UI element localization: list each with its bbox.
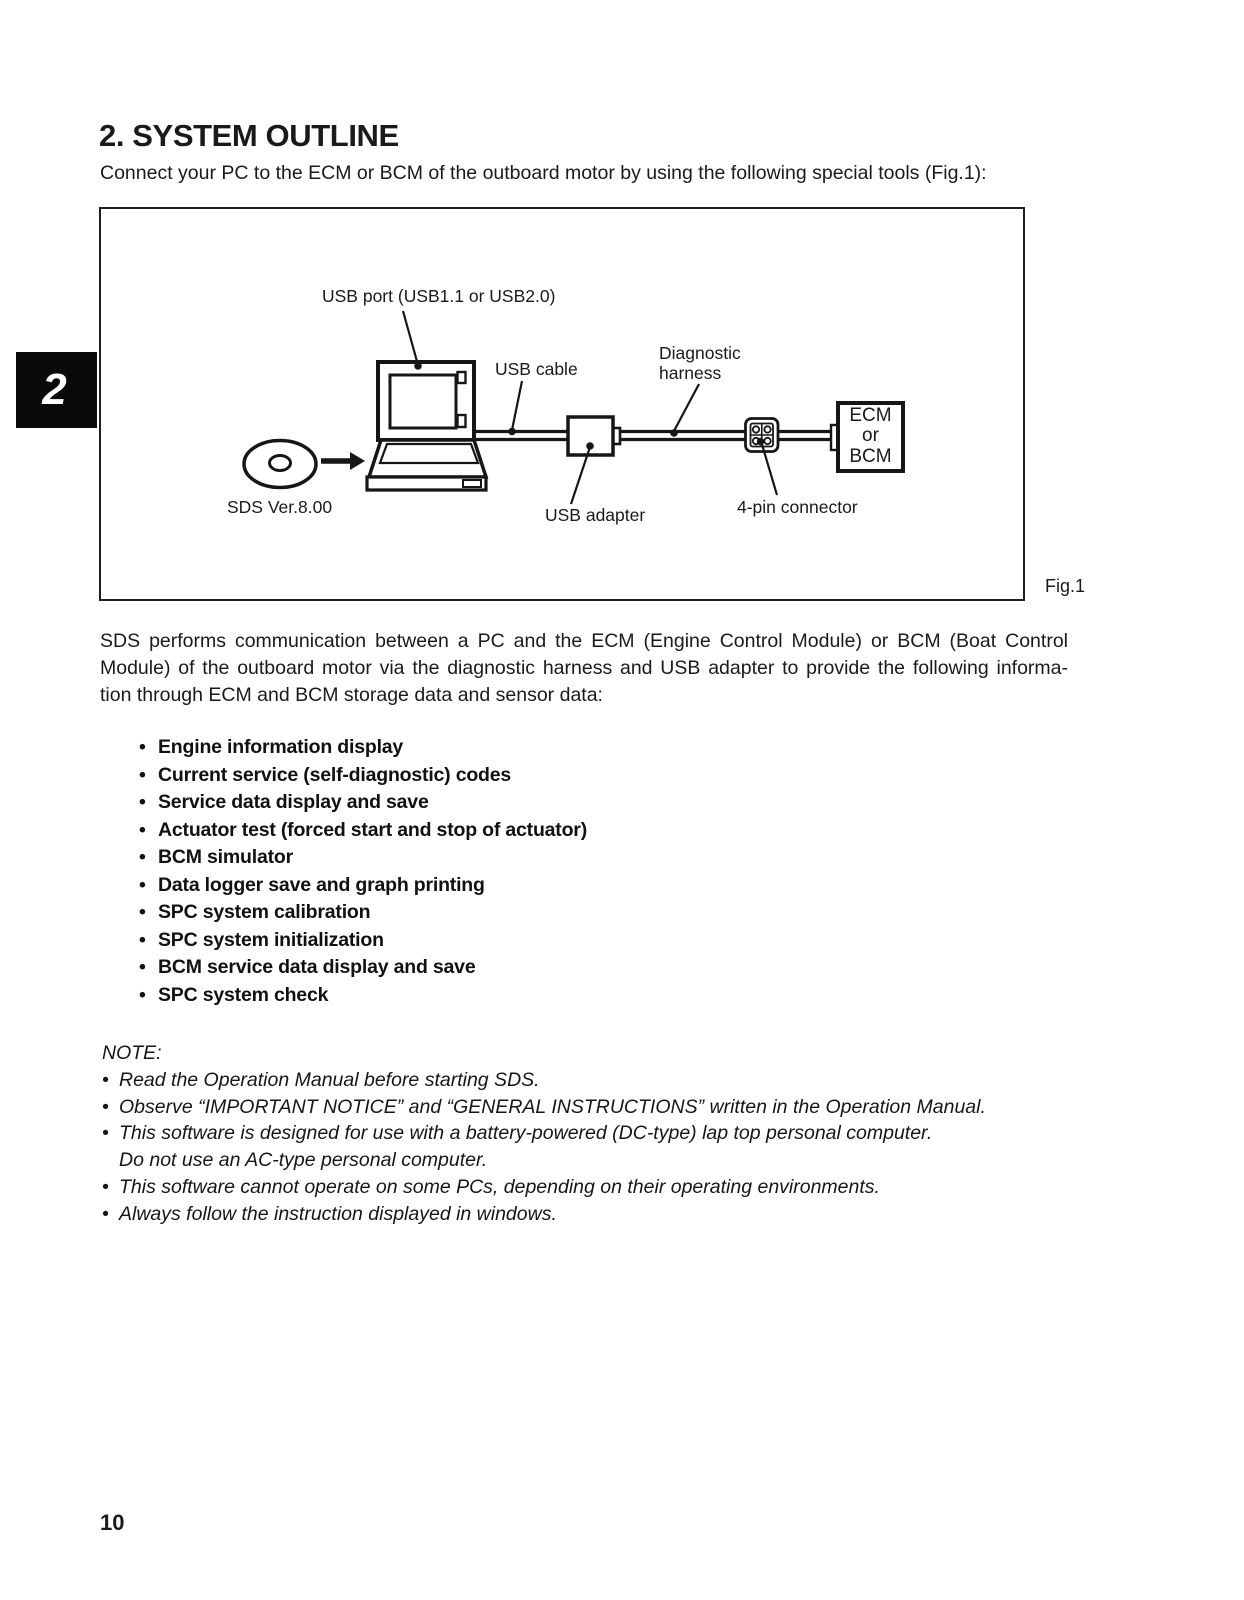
bullet-icon: • xyxy=(102,1175,109,1198)
label-or: or xyxy=(862,425,880,446)
four-pin-connector-shape xyxy=(744,417,780,453)
usb-adapter-shape xyxy=(566,415,622,457)
list-item: • SPC system check xyxy=(139,984,587,1012)
note-item-text: Read the Operation Manual before startin… xyxy=(119,1068,540,1091)
list-item-label: Service data display and save xyxy=(158,791,429,813)
usb-cable-line xyxy=(474,429,832,442)
list-item-label: SPC system check xyxy=(158,983,329,1006)
label-usb-port: USB port (USB1.1 or USB2.0) xyxy=(322,286,555,306)
note-item: • Read the Operation Manual before starti… xyxy=(102,1067,986,1094)
list-item: • BCM simulator xyxy=(139,846,587,874)
bullet-icon: • xyxy=(139,736,146,758)
note-item: • This software cannot operate on some PC… xyxy=(102,1174,986,1201)
paragraph-line: tion through ECM and BCM storage data an… xyxy=(100,684,603,706)
list-item: • SPC system initialization xyxy=(139,929,587,957)
label-bcm: BCM xyxy=(849,446,891,467)
label-ecm: ECM xyxy=(849,405,891,426)
list-item: • Actuator test (forced start and stop of… xyxy=(139,819,587,847)
list-item: • Current service (self-diagnostic) codes xyxy=(139,764,587,792)
bullet-icon: • xyxy=(102,1202,109,1225)
paragraph-line: Module) of the outboard motor via the di… xyxy=(100,657,1068,679)
note-label: NOTE: xyxy=(102,1042,162,1064)
label-diagnostic-harness-line2: harness xyxy=(659,363,722,383)
bullet-icon: • xyxy=(139,983,146,1006)
page-number: 10 xyxy=(100,1510,125,1535)
list-item-label: SPC system initialization xyxy=(158,928,384,951)
list-item-label: Engine information display xyxy=(158,736,404,758)
note-item: • Observe “IMPORTANT NOTICE” and “GENERAL… xyxy=(102,1094,986,1121)
bullet-icon: • xyxy=(139,928,146,951)
list-item-label: Data logger save and graph printing xyxy=(158,873,485,896)
cd-icon xyxy=(242,438,318,490)
list-item-label: Current service (self-diagnostic) codes xyxy=(158,763,512,786)
list-item-label: SPC system calibration xyxy=(158,901,371,923)
features-list: • Engine information display • Current ser… xyxy=(139,736,587,1011)
ecm-bcm-box xyxy=(829,401,905,473)
bullet-icon: • xyxy=(139,791,146,813)
note-item: • Always follow the instruction displayed… xyxy=(102,1201,986,1228)
figure-frame: USB port (USB1.1 or USB2.0) USB cable Di… xyxy=(99,207,1025,601)
label-4pin-connector: 4-pin connector xyxy=(737,497,858,517)
bullet-icon: • xyxy=(139,956,146,978)
list-item: • SPC system calibration xyxy=(139,901,587,929)
note-section: NOTE: • Read the Operation Manual before … xyxy=(102,1040,986,1228)
label-diagnostic-harness-line1: Diagnostic xyxy=(659,343,741,363)
figure-caption: Fig.1 xyxy=(1045,576,1086,596)
label-usb-cable: USB cable xyxy=(495,359,578,379)
section-tab-number: 2 xyxy=(42,365,67,414)
leader-lines xyxy=(401,310,779,505)
arrow-icon xyxy=(321,452,365,470)
page-title: 2. SYSTEM OUTLINE xyxy=(99,118,399,153)
paragraph-line: SDS performs communication between a PC … xyxy=(100,630,1068,652)
intro-text: Connect your PC to the ECM or BCM of the… xyxy=(100,162,987,184)
bullet-icon: • xyxy=(139,846,146,868)
note-item: • This software is designed for use with … xyxy=(102,1120,986,1147)
bullet-icon: • xyxy=(139,763,146,786)
laptop-icon xyxy=(365,360,489,492)
body-paragraph: SDS performs communication between a PC … xyxy=(100,628,1068,709)
label-sds-version: SDS Ver.8.00 xyxy=(227,497,332,517)
note-item-text: This software is designed for use with a… xyxy=(119,1122,933,1145)
list-item-label: BCM simulator xyxy=(158,846,293,868)
note-item-text: This software cannot operate on some PCs… xyxy=(119,1175,880,1198)
bullet-icon: • xyxy=(139,873,146,896)
bullet-icon: • xyxy=(139,901,146,923)
list-item-label: BCM service data display and save xyxy=(158,956,476,978)
bullet-icon: • xyxy=(139,818,146,841)
bullet-icon: • xyxy=(102,1122,109,1145)
bullet-icon: • xyxy=(102,1095,109,1118)
label-usb-adapter: USB adapter xyxy=(545,505,645,525)
bullet-icon: • xyxy=(102,1068,109,1091)
list-item: • Service data display and save xyxy=(139,791,587,819)
list-item: • Engine information display xyxy=(139,736,587,764)
note-item-text: Always follow the instruction displayed … xyxy=(119,1202,557,1225)
list-item: • BCM service data display and save xyxy=(139,956,587,984)
connection-diagram: USB port (USB1.1 or USB2.0) USB cable Di… xyxy=(227,286,905,525)
list-item: • Data logger save and graph printing xyxy=(139,874,587,902)
note-item-text: Observe “IMPORTANT NOTICE” and “GENERAL … xyxy=(119,1095,986,1118)
list-item-label: Actuator test (forced start and stop of … xyxy=(158,818,587,841)
note-item-continuation: Do not use an AC-type personal computer. xyxy=(119,1149,488,1172)
section-tab: 2 xyxy=(16,352,97,428)
